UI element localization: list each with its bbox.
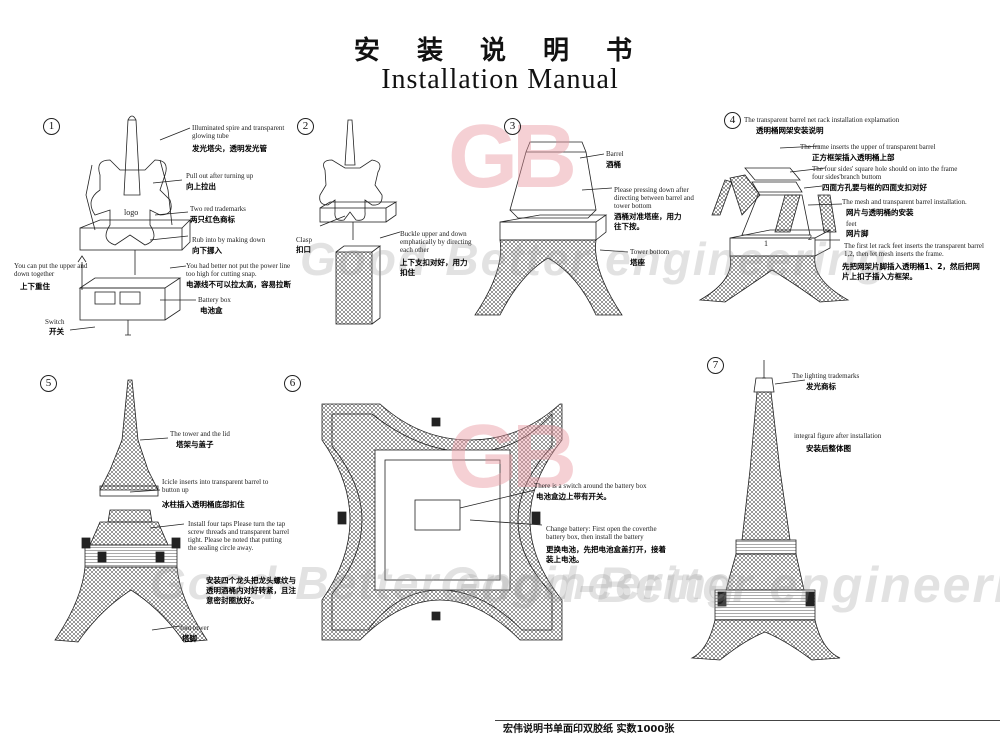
step-number-7: 7 [707, 357, 724, 374]
s4-mesh-cn: 网片与透明桶的安装 [846, 208, 914, 217]
step4-drawing [698, 145, 850, 303]
s1-pull-cn: 向上拉出 [186, 182, 216, 191]
step6-drawing [321, 403, 563, 641]
s5-foot-en: foot tower [180, 624, 209, 632]
s3-barrel-en: Barrel [606, 150, 624, 158]
s5-lid-en: The tower and the lid [170, 430, 230, 438]
watermark-logo-g-2: GB [448, 407, 577, 507]
s2-clasp-cn: 扣口 [296, 245, 311, 254]
s3-bottom-cn: 塔座 [630, 258, 645, 267]
s5-icicle-en: Icicle inserts into transparent barrel t… [162, 478, 269, 494]
step-number-1: 1 [43, 118, 60, 135]
s3-press-en: Please pressing down after directing bet… [614, 186, 694, 210]
step3-drawing [474, 141, 629, 316]
step-number-4: 4 [724, 112, 741, 129]
s1-putup-cn: 上下重住 [20, 282, 50, 291]
s1-switch-en: Switch [45, 318, 65, 326]
s2-buckle-cn: 上下支扣对好，用力扣住 [400, 258, 468, 277]
s7-figure-cn: 安装后整体图 [806, 444, 851, 453]
s5-lid-cn: 塔架与盖子 [176, 440, 214, 449]
s7-light-en: The lighting trademarks [792, 372, 860, 380]
s1-pull-en: Pull out after turning up [186, 172, 254, 180]
s2-clasp-en: Clasp [296, 236, 312, 244]
s4-frame-en: The frame inserts the upper of transpare… [800, 143, 936, 151]
s1-rub-en: Rub into by making down [192, 236, 266, 244]
s1-rub-cn: 向下挪入 [192, 246, 222, 255]
watermark-text: Good-Better engineering [300, 233, 888, 285]
title-chinese: 安 装 说 明 书 [353, 36, 647, 66]
watermark-logo-2: GB [448, 406, 577, 509]
s4-title-cn: 透明桶网架安装说明 [756, 126, 824, 135]
s4-hole-cn: 四面方孔要与框的四面支扣对好 [822, 183, 927, 192]
s4-frame-cn: 正方框架插入透明桶上部 [812, 153, 895, 162]
s1-trademarks-cn: 两只红色商标 [190, 215, 235, 224]
s5-taps-en: Install four taps Please turn the tap sc… [188, 520, 290, 552]
step1-drawing [69, 115, 196, 336]
s7-figure-en: integral figure after installation [794, 432, 882, 440]
s1-spire-en: Illuminated spire and transparent glowin… [192, 124, 285, 140]
s4-mesh-en: The mesh and transparent barrel installa… [842, 198, 967, 206]
s1-spire-cn: 发光塔尖，透明发光管 [192, 144, 267, 153]
watermark-text-2: Good-Better engineering [150, 557, 738, 609]
s4-title-en: The transparent barrel net rack installa… [744, 116, 900, 124]
s1-power-en: You had better not put the power line to… [186, 262, 291, 278]
s3-bottom-en: Tower bottom [630, 248, 670, 256]
watermark-text-3: Good-Better engineering [440, 557, 1000, 613]
step2-drawing [319, 119, 401, 325]
s5-taps-cn: 安装四个龙头把龙头螺纹与透明酒桶内对好转紧，且注意密封圈放好。 [206, 576, 296, 605]
step-number-5: 5 [40, 375, 57, 392]
s6-change-en: Change battery: First open the coverthe … [546, 525, 657, 541]
s7-light-cn: 发光商标 [806, 382, 836, 391]
s6-switch-cn: 电池盒边上带有开关。 [536, 492, 611, 501]
s4-mark-2: 2 [808, 233, 812, 242]
s4-hole-en: The four sides' square hole should on in… [812, 165, 958, 181]
s6-switch-en: There is a switch around the battery box [534, 482, 647, 490]
s4-feet-cn: 网片脚 [846, 229, 869, 238]
step7-drawing [690, 360, 841, 661]
s4-rack-en: The first let rack feet inserts the tran… [844, 242, 984, 258]
step-number-2: 2 [297, 118, 314, 135]
s1-power-cn: 电源线不可以拉太高，容易拉断 [186, 280, 291, 289]
s1-battery-cn: 电池盒 [200, 306, 223, 315]
step-number-3: 3 [504, 118, 521, 135]
s4-feet-en: feet [846, 220, 857, 228]
step5-drawing [54, 379, 208, 643]
s4-rack-cn: 先把网架片脚插入透明桶1、2，然后把网片上扣子插入方框架。 [842, 262, 980, 281]
s1-battery-en: Battery box [198, 296, 231, 304]
s3-press-cn: 酒桶对准塔座，用力往下按。 [614, 212, 682, 231]
s5-foot-cn: 塔脚 [182, 634, 197, 643]
title-english: Installation Manual [381, 64, 619, 95]
s6-change-cn: 更换电池，先把电池盒盖打开，接着装上电池。 [546, 545, 666, 564]
s1-switch-cn: 开关 [49, 327, 64, 336]
s1-trademarks-en: Two red trademarks [190, 205, 246, 213]
s1-putup-en: You can put the upper and down together [14, 262, 88, 278]
s2-buckle-en: Buckle upper and down emphatically by di… [400, 230, 472, 254]
s3-barrel-cn: 酒桶 [606, 160, 621, 169]
s5-icicle-cn: 冰柱插入透明桶底部扣住 [162, 500, 245, 509]
footer-print-note: 宏伟说明书单面印双胶纸 实数1000张 [495, 720, 1000, 737]
s4-mark-1: 1 [764, 239, 768, 248]
s1-logo-label: logo [124, 208, 139, 217]
step-number-6: 6 [284, 375, 301, 392]
